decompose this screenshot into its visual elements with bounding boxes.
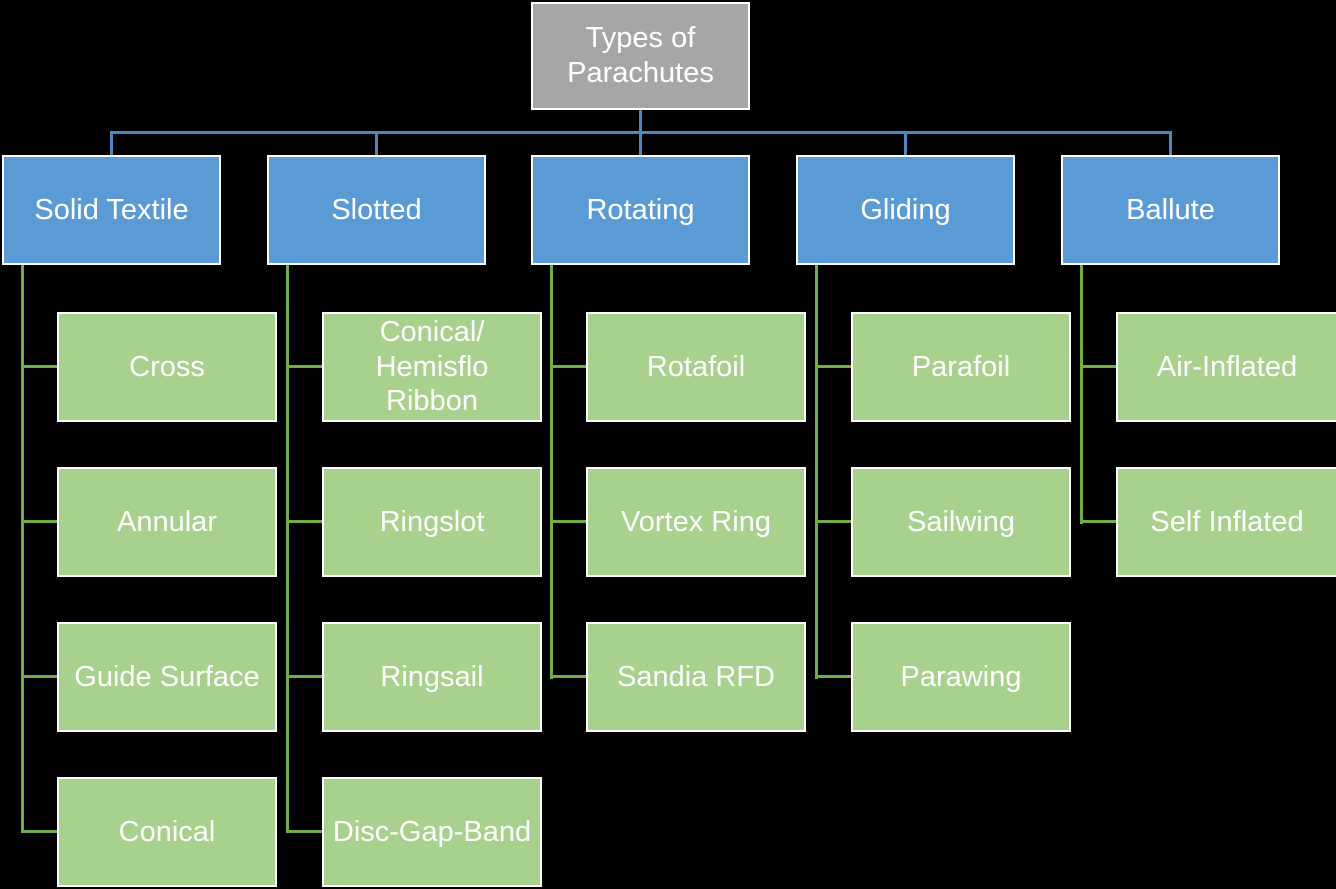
stub-rotafoil: [550, 365, 586, 368]
connector-stub-gliding: [904, 131, 907, 157]
category-node-gliding: Gliding: [796, 155, 1015, 265]
connector-root-stub: [639, 108, 642, 134]
leaf-node-rotafoil: Rotafoil: [586, 312, 806, 422]
leaf-node-ringsail: Ringsail: [322, 622, 542, 732]
stub-ringsail: [286, 675, 322, 678]
stub-sandia-rfd: [550, 675, 586, 678]
connector-stub-slotted: [375, 131, 378, 157]
stub-parafoil: [815, 365, 851, 368]
leaf-node-air-inflated: Air-Inflated: [1116, 312, 1336, 422]
stub-parawing: [815, 675, 851, 678]
stub-cross: [21, 365, 57, 368]
stub-conical-hemisflo-ribbon: [286, 365, 322, 368]
stub-air-inflated: [1080, 365, 1116, 368]
stub-guide-surface: [21, 675, 57, 678]
dropline-rotating: [550, 264, 553, 679]
stub-disc-gap-band: [286, 830, 322, 833]
connector-stub-solid-textile: [110, 131, 113, 157]
stub-annular: [21, 520, 57, 523]
dropline-solid-textile: [21, 264, 24, 833]
category-node-solid-textile: Solid Textile: [2, 155, 221, 265]
connector-stub-ballute: [1169, 131, 1172, 157]
leaf-node-self-inflated: Self Inflated: [1116, 467, 1336, 577]
category-node-slotted: Slotted: [267, 155, 486, 265]
stub-self-inflated: [1080, 520, 1116, 523]
leaf-node-sandia-rfd: Sandia RFD: [586, 622, 806, 732]
leaf-node-parawing: Parawing: [851, 622, 1071, 732]
category-node-rotating: Rotating: [531, 155, 750, 265]
dropline-gliding: [815, 264, 818, 679]
leaf-node-guide-surface: Guide Surface: [57, 622, 277, 732]
stub-ringslot: [286, 520, 322, 523]
leaf-node-vortex-ring: Vortex Ring: [586, 467, 806, 577]
connector-stub-rotating: [639, 131, 642, 157]
dropline-ballute: [1080, 264, 1083, 524]
leaf-node-conical: Conical: [57, 777, 277, 887]
leaf-node-annular: Annular: [57, 467, 277, 577]
stub-conical: [21, 830, 57, 833]
root-node-types-of-parachutes: Types of Parachutes: [531, 2, 750, 110]
category-node-ballute: Ballute: [1061, 155, 1280, 265]
leaf-node-cross: Cross: [57, 312, 277, 422]
leaf-node-ringslot: Ringslot: [322, 467, 542, 577]
leaf-node-disc-gap-band: Disc-Gap-Band: [322, 777, 542, 887]
leaf-node-conical-hemisflo-ribbon: Conical/ Hemisflo Ribbon: [322, 312, 542, 422]
stub-vortex-ring: [550, 520, 586, 523]
stub-sailwing: [815, 520, 851, 523]
leaf-node-parafoil: Parafoil: [851, 312, 1071, 422]
leaf-node-sailwing: Sailwing: [851, 467, 1071, 577]
dropline-slotted: [286, 264, 289, 833]
